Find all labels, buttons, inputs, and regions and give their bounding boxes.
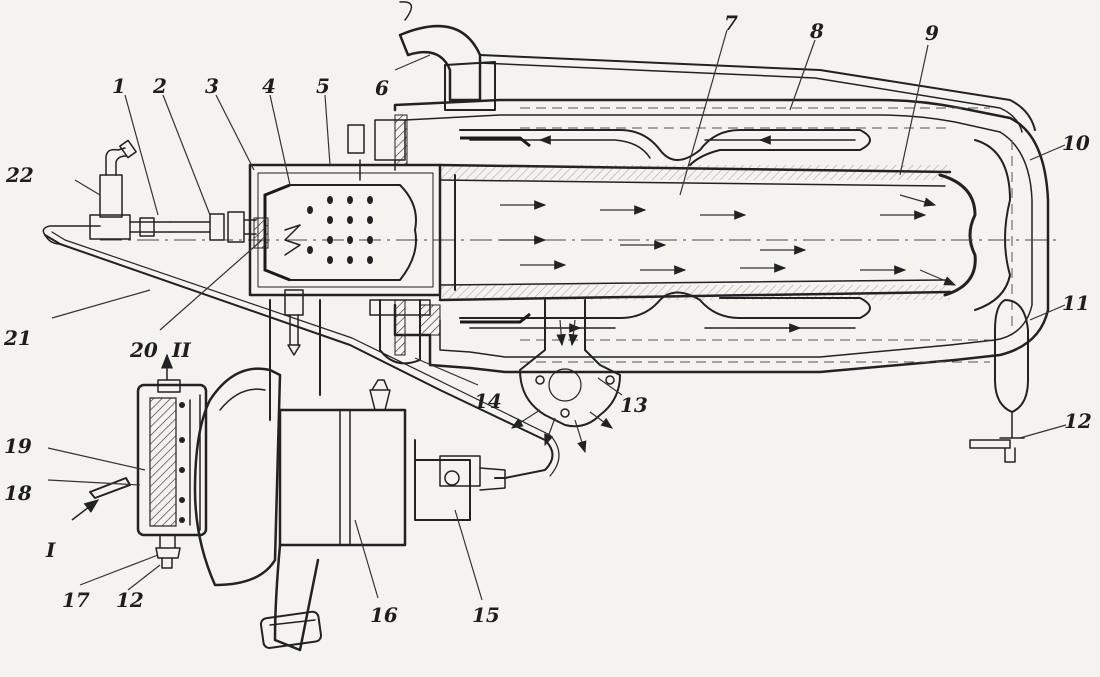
label-8: 8 (809, 19, 824, 43)
leader-lines (47, 29, 1067, 601)
label-6: 6 (375, 76, 389, 100)
label-5: 5 (316, 74, 330, 98)
label-4: 4 (262, 74, 276, 98)
label-19: 19 (4, 434, 32, 458)
label-12-drain: 12 (1064, 409, 1092, 433)
label-2: 2 (152, 74, 167, 98)
label-1: 1 (112, 74, 126, 98)
heat-exchanger-coils (459, 129, 871, 333)
label-22: 22 (5, 163, 34, 187)
fuel-line (42, 139, 560, 479)
label-11: 11 (1062, 291, 1090, 315)
label-13: 13 (620, 393, 648, 417)
label-21: 21 (3, 326, 32, 350)
exhaust-and-fittings (369, 1, 1029, 463)
label-17: 17 (62, 588, 90, 612)
label-10: 10 (1062, 131, 1090, 155)
label-3: 3 (205, 74, 219, 98)
label-12-blower: 12 (116, 588, 144, 612)
label-14: 14 (474, 389, 502, 413)
label-18: 18 (4, 481, 32, 505)
label-7: 7 (724, 11, 738, 35)
part-labels: 1 2 3 4 5 6 7 8 9 10 11 12 13 14 15 16 1… (3, 11, 1092, 627)
burner-assembly (248, 119, 456, 356)
burner-perforations (307, 196, 373, 264)
label-16: 16 (370, 603, 398, 627)
label-II: II (171, 338, 191, 362)
label-9: 9 (925, 21, 939, 45)
inlet-I-arrow (71, 499, 100, 521)
water-jacket (393, 54, 1050, 374)
label-20: 20 (129, 338, 158, 362)
label-I: I (45, 538, 56, 562)
label-15: 15 (472, 603, 500, 627)
blower-assembly (89, 299, 506, 652)
